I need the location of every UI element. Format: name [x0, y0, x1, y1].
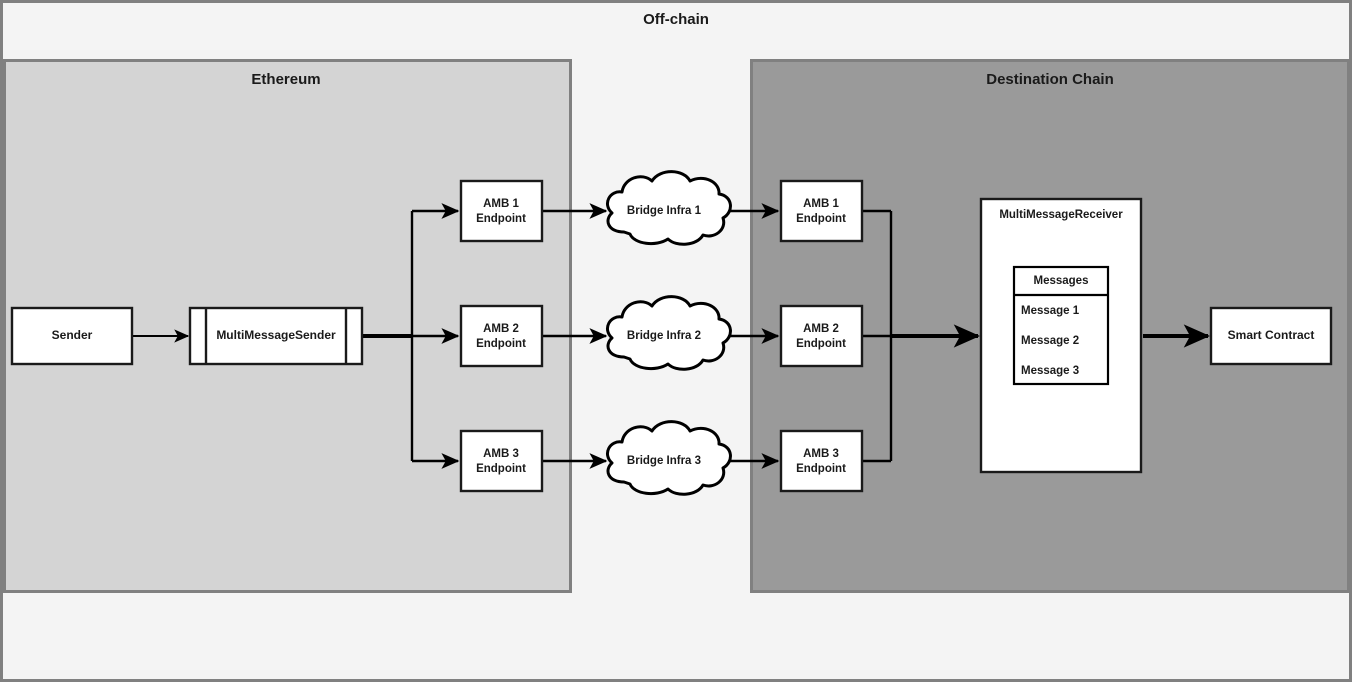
node-sender[interactable]: Sender: [10, 306, 134, 366]
smart-contract-label: Smart Contract: [1228, 328, 1315, 342]
bridge-infra-3-cloud[interactable]: [606, 420, 732, 496]
node-bridge-infra-3[interactable]: Bridge Infra 3: [606, 420, 732, 496]
source-amb-2-endpoint-label-line2: Endpoint: [476, 338, 526, 350]
sender-box[interactable]: [10, 306, 134, 366]
dest-amb-3-endpoint-label-line2: Endpoint: [796, 463, 846, 475]
node-source-amb-2-endpoint[interactable]: AMB 2 Endpoint: [459, 304, 544, 368]
messages-table-row-2: Message 2: [1021, 335, 1079, 347]
messages-table-row-3: Message 3: [1021, 365, 1079, 377]
source-amb-2-endpoint-box[interactable]: [459, 304, 544, 368]
sender-label: Sender: [52, 328, 93, 342]
messages-table-row-1: Message 1: [1021, 305, 1080, 317]
edges-source: [133, 203, 780, 469]
node-dest-amb-1-endpoint[interactable]: AMB 1 Endpoint: [779, 179, 864, 243]
destination-chain-panel-title: Destination Chain: [986, 71, 1114, 88]
edges-destination: [862, 209, 1211, 463]
node-multimessagesender[interactable]: MultiMessageSender: [188, 306, 364, 366]
source-amb-1-endpoint-box[interactable]: [459, 179, 544, 243]
messages-table: Messages Message 1 Message 2 Message 3: [1012, 265, 1110, 386]
messages-table-header: Messages: [1034, 275, 1089, 287]
ethereum-panel-title: Ethereum: [251, 71, 320, 88]
node-smart-contract[interactable]: Smart Contract: [1209, 306, 1333, 366]
dest-amb-1-endpoint-label-line2: Endpoint: [796, 213, 846, 225]
source-amb-3-endpoint-box[interactable]: [459, 429, 544, 493]
bridge-infra-2-label: Bridge Infra 2: [627, 330, 701, 342]
multimessagesender-box[interactable]: [188, 306, 364, 366]
node-source-amb-1-endpoint[interactable]: AMB 1 Endpoint: [459, 179, 544, 243]
dest-amb-2-endpoint-label-line2: Endpoint: [796, 338, 846, 350]
source-amb-3-endpoint-label-line1: AMB 3: [483, 448, 519, 460]
source-amb-3-endpoint-label-line2: Endpoint: [476, 463, 526, 475]
dest-amb-1-endpoint-label-line1: AMB 1: [803, 198, 839, 210]
dest-amb-3-endpoint-box[interactable]: [779, 429, 864, 493]
off-chain-title: Off-chain: [643, 11, 709, 28]
node-source-amb-3-endpoint[interactable]: AMB 3 Endpoint: [459, 429, 544, 493]
source-amb-1-endpoint-label-line2: Endpoint: [476, 213, 526, 225]
multimessagereceiver-label: MultiMessageReceiver: [999, 209, 1123, 221]
source-amb-1-endpoint-label-line1: AMB 1: [483, 198, 519, 210]
node-bridge-infra-2[interactable]: Bridge Infra 2: [606, 295, 732, 371]
bridge-infra-1-label: Bridge Infra 1: [627, 205, 702, 217]
smart-contract-box[interactable]: [1209, 306, 1333, 366]
dest-amb-1-endpoint-box[interactable]: [779, 179, 864, 243]
node-dest-amb-3-endpoint[interactable]: AMB 3 Endpoint: [779, 429, 864, 493]
dest-amb-3-endpoint-label-line1: AMB 3: [803, 448, 839, 460]
node-multimessagereceiver[interactable]: MultiMessageReceiver Messages Message 1 …: [979, 197, 1143, 474]
bridge-infra-2-cloud[interactable]: [606, 295, 732, 371]
node-dest-amb-2-endpoint[interactable]: AMB 2 Endpoint: [779, 304, 864, 368]
source-amb-2-endpoint-label-line1: AMB 2: [483, 323, 519, 335]
bridge-infra-3-label: Bridge Infra 3: [627, 455, 701, 467]
dest-amb-2-endpoint-label-line1: AMB 2: [803, 323, 839, 335]
bridge-infra-1-cloud[interactable]: [606, 170, 732, 246]
node-bridge-infra-1[interactable]: Bridge Infra 1: [606, 170, 732, 246]
dest-amb-2-endpoint-box[interactable]: [779, 304, 864, 368]
multimessagesender-label: MultiMessageSender: [216, 328, 336, 342]
messages-table-box: [1012, 265, 1110, 386]
